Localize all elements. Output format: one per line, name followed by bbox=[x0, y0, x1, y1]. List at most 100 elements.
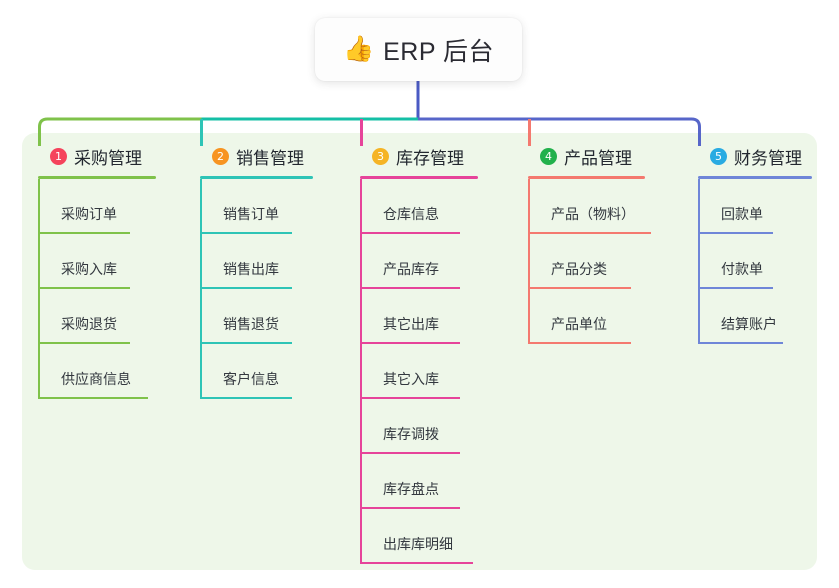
root-title: ERP 后台 bbox=[383, 37, 495, 66]
leaf-underline bbox=[200, 287, 292, 289]
leaf-label: 结算账户 bbox=[721, 316, 777, 332]
leaf-underline bbox=[360, 562, 473, 564]
column-badge-4: 4 bbox=[540, 147, 557, 165]
column-underline-4 bbox=[528, 176, 645, 179]
leaf-label: 销售退货 bbox=[223, 316, 279, 332]
leaf-item[interactable]: 库存盘点 bbox=[360, 454, 478, 509]
leaf-label: 其它出库 bbox=[383, 316, 439, 332]
leaf-connector bbox=[698, 289, 700, 344]
leaf-item[interactable]: 产品库存 bbox=[360, 234, 478, 289]
leaf-label: 其它入库 bbox=[383, 371, 439, 387]
leaf-underline bbox=[528, 342, 631, 344]
leaf-item[interactable]: 仓库信息 bbox=[360, 179, 478, 234]
leaf-label: 仓库信息 bbox=[383, 206, 439, 222]
leaf-underline bbox=[38, 232, 130, 234]
leaf-label: 销售出库 bbox=[223, 261, 279, 277]
column-badge-5: 5 bbox=[710, 147, 727, 165]
leaf-underline bbox=[360, 287, 460, 289]
leaf-item[interactable]: 产品分类 bbox=[528, 234, 645, 289]
leaf-connector bbox=[698, 234, 700, 289]
leaf-connector bbox=[528, 234, 530, 289]
leaf-item[interactable]: 产品单位 bbox=[528, 289, 645, 344]
leaf-connector bbox=[360, 179, 362, 234]
leaf-underline bbox=[38, 397, 148, 399]
leaf-connector bbox=[38, 179, 40, 234]
column-3: 3 库存管理仓库信息产品库存其它出库其它入库库存调拨库存盘点出库库明细 bbox=[360, 144, 478, 564]
leaf-connector bbox=[200, 289, 202, 344]
leaf-item[interactable]: 付款单 bbox=[698, 234, 812, 289]
leaf-item[interactable]: 结算账户 bbox=[698, 289, 812, 344]
leaf-underline bbox=[528, 287, 631, 289]
leaf-item[interactable]: 其它入库 bbox=[360, 344, 478, 399]
column-title-4: 产品管理 bbox=[564, 148, 632, 168]
leaf-underline bbox=[698, 232, 773, 234]
column-title-1: 采购管理 bbox=[74, 148, 142, 168]
leaf-underline bbox=[698, 287, 773, 289]
column-underline-5 bbox=[698, 176, 812, 179]
leaf-label: 库存调拨 bbox=[383, 426, 439, 442]
root-node[interactable]: 👍 ERP 后台 bbox=[315, 18, 522, 81]
column-underline-2 bbox=[200, 176, 313, 179]
leaf-underline bbox=[528, 232, 651, 234]
leaf-item[interactable]: 产品（物料） bbox=[528, 179, 651, 234]
leaf-connector bbox=[528, 179, 530, 234]
leaf-label: 销售订单 bbox=[223, 206, 279, 222]
leaf-label: 出库库明细 bbox=[383, 536, 453, 552]
leaf-label: 供应商信息 bbox=[61, 371, 131, 387]
column-badge-1: 1 bbox=[50, 147, 67, 165]
leaf-connector bbox=[360, 509, 362, 564]
column-underline-1 bbox=[38, 176, 156, 179]
leaf-item[interactable]: 采购退货 bbox=[38, 289, 156, 344]
leaf-label: 付款单 bbox=[721, 261, 763, 277]
thumbs-up-icon: 👍 bbox=[342, 35, 375, 63]
leaf-label: 产品库存 bbox=[383, 261, 439, 277]
leaf-underline bbox=[200, 397, 292, 399]
leaf-item[interactable]: 销售出库 bbox=[200, 234, 313, 289]
leaf-label: 采购退货 bbox=[61, 316, 117, 332]
column-title-3: 库存管理 bbox=[396, 148, 464, 168]
leaf-connector bbox=[360, 454, 362, 509]
leaf-connector bbox=[200, 179, 202, 234]
leaf-connector bbox=[38, 344, 40, 399]
leaf-label: 回款单 bbox=[721, 206, 763, 222]
leaf-connector bbox=[200, 234, 202, 289]
leaf-underline bbox=[360, 452, 460, 454]
leaf-label: 产品分类 bbox=[551, 261, 607, 277]
leaf-item[interactable]: 客户信息 bbox=[200, 344, 313, 399]
leaf-connector bbox=[360, 234, 362, 289]
leaf-item[interactable]: 库存调拨 bbox=[360, 399, 478, 454]
column-badge-3: 3 bbox=[372, 147, 389, 165]
column-underline-3 bbox=[360, 176, 478, 179]
leaf-underline bbox=[360, 342, 460, 344]
leaf-item[interactable]: 销售订单 bbox=[200, 179, 313, 234]
leaf-underline bbox=[698, 342, 783, 344]
leaf-item[interactable]: 采购入库 bbox=[38, 234, 156, 289]
leaf-underline bbox=[360, 507, 460, 509]
leaf-item[interactable]: 出库库明细 bbox=[360, 509, 478, 564]
column-header-3[interactable]: 3 库存管理 bbox=[360, 144, 478, 168]
leaf-connector bbox=[528, 289, 530, 344]
leaf-connector bbox=[698, 179, 700, 234]
leaf-underline bbox=[38, 342, 130, 344]
leaf-item[interactable]: 其它出库 bbox=[360, 289, 478, 344]
leaf-label: 采购入库 bbox=[61, 261, 117, 277]
leaf-item[interactable]: 回款单 bbox=[698, 179, 812, 234]
column-1: 1 采购管理采购订单采购入库采购退货供应商信息 bbox=[38, 144, 156, 399]
leaf-connector bbox=[38, 289, 40, 344]
leaf-connector bbox=[38, 234, 40, 289]
leaf-connector bbox=[200, 344, 202, 399]
leaf-item[interactable]: 供应商信息 bbox=[38, 344, 156, 399]
column-header-4[interactable]: 4 产品管理 bbox=[528, 144, 645, 168]
leaf-underline bbox=[360, 232, 460, 234]
leaf-item[interactable]: 销售退货 bbox=[200, 289, 313, 344]
leaf-connector bbox=[360, 344, 362, 399]
leaf-underline bbox=[38, 287, 130, 289]
column-header-1[interactable]: 1 采购管理 bbox=[38, 144, 156, 168]
leaf-item[interactable]: 采购订单 bbox=[38, 179, 156, 234]
leaf-label: 采购订单 bbox=[61, 206, 117, 222]
